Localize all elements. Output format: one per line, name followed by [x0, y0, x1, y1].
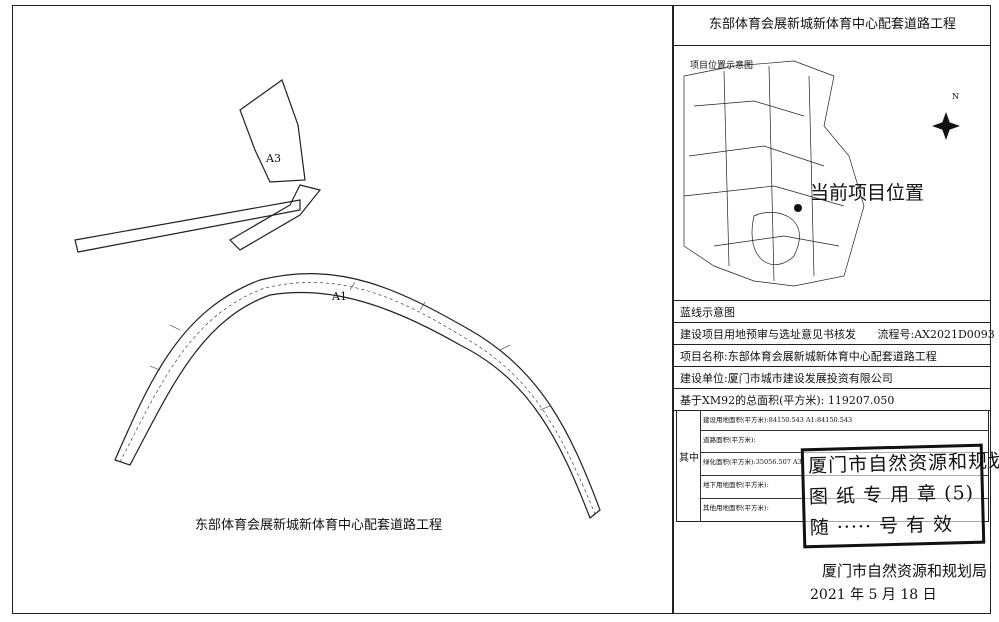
main-road-center: [119, 282, 596, 515]
current-location-label: 当前项目位置: [810, 182, 925, 204]
drawing-frame: [12, 5, 991, 614]
project-location-marker: [794, 204, 802, 212]
location-map-caption: 项目位置示意图: [690, 61, 754, 71]
approval-row: 建设项目用地预审与选址意见书核发 流程号:AX2021D0093: [674, 324, 995, 345]
approval-type: 建设项目用地预审与选址意见书核发: [680, 328, 856, 341]
main-road-outer: [114, 273, 601, 519]
stamp-line: 厦门市自然资源和规划局: [807, 449, 999, 478]
connector-road: [229, 184, 322, 251]
stamp-line: 图 纸 专 用 章 (5): [808, 481, 975, 509]
stamp-line: 随 ····· 号 有 效: [809, 513, 954, 540]
north-arrow-icon: [932, 112, 960, 140]
sheet-title: 东部体育会展新城新体育中心配套道路工程: [674, 5, 991, 46]
project-name: 项目名称:东部体育会展新城新体育中心配套道路工程: [674, 346, 991, 367]
issuer: 厦门市自然资源和规划局: [822, 562, 988, 580]
road-blueline-drawing: [74, 79, 601, 519]
parcel-label-a1: A1: [332, 290, 347, 303]
official-seal-stamp: 厦门市自然资源和规划局 图 纸 专 用 章 (5) 随 ····· 号 有 效: [800, 443, 999, 549]
location-map: [674, 46, 991, 301]
panel-divider: [672, 5, 674, 614]
process-number: 流程号:AX2021D0093: [877, 328, 995, 341]
total-area: 基于XM92的总面积(平方米): 119207.050: [674, 390, 991, 411]
breakdown-item: 其他用地面积(平方米):: [703, 504, 769, 512]
west-road: [74, 199, 301, 253]
parcel-a3-outline: [239, 79, 306, 183]
district-map: [683, 60, 960, 287]
breakdown-label: 其中: [679, 453, 699, 464]
drawing-caption: 东部体育会展新城新体育中心配套道路工程: [195, 518, 443, 533]
breakdown-item: 建设用地面积(平方米):84150.543 A1:84150.543: [701, 411, 988, 431]
builder: 建设单位:厦门市城市建设发展投资有限公司: [674, 368, 991, 389]
issue-date: 2021 年 5 月 18 日: [810, 587, 937, 603]
north-label: N: [952, 92, 959, 101]
blueline-title: 蓝线示意图: [674, 302, 991, 323]
parcel-label-a3: A3: [266, 152, 281, 165]
